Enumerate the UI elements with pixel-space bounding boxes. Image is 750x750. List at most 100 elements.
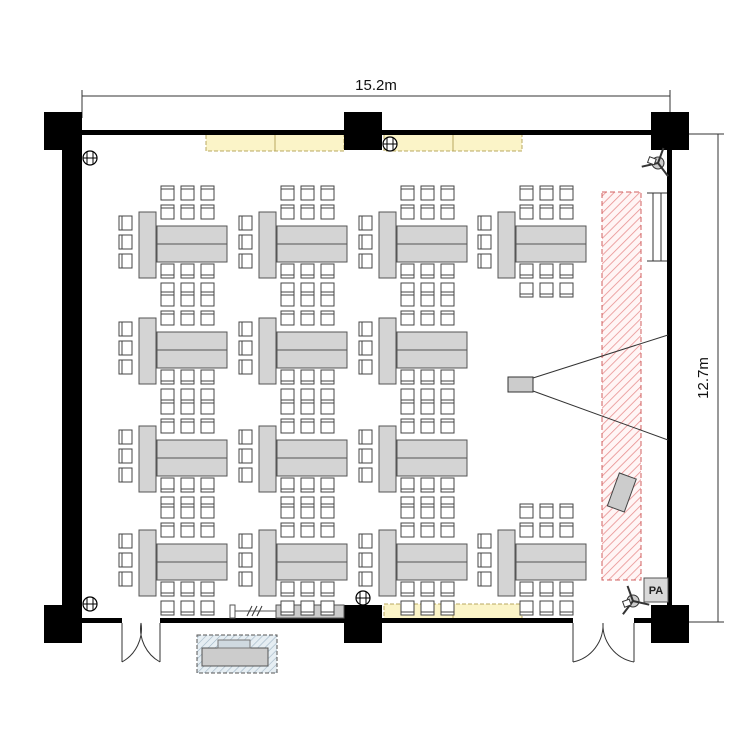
light-fixture-icon (82, 596, 98, 612)
chair-icon (238, 552, 253, 568)
table (378, 211, 397, 279)
chair-icon (300, 522, 315, 538)
light-fixture-icon (82, 150, 98, 166)
chair-icon (180, 369, 195, 385)
projector-icon (507, 334, 669, 441)
table (138, 317, 157, 385)
chair-icon (559, 503, 574, 519)
chair-icon (358, 253, 373, 269)
chair-icon (400, 522, 415, 538)
chair-icon (358, 533, 373, 549)
table (258, 211, 277, 279)
chair-icon (280, 369, 295, 385)
chair-icon (180, 185, 195, 201)
table-group (238, 399, 348, 512)
chair-icon (180, 263, 195, 279)
storage-unit (196, 634, 278, 674)
chair-icon (160, 204, 175, 220)
chair-icon (519, 522, 534, 538)
chair-icon (180, 600, 195, 616)
chair-icon (440, 418, 455, 434)
table-group (358, 503, 468, 616)
chair-icon (358, 429, 373, 445)
chair-icon (238, 359, 253, 375)
chair-icon (300, 503, 315, 519)
chair-icon (160, 477, 175, 493)
chair-icon (238, 533, 253, 549)
table-group (118, 503, 228, 616)
table-group (238, 185, 348, 298)
chair-icon (160, 399, 175, 415)
door-icon (121, 622, 161, 663)
chair-icon (300, 291, 315, 307)
chair-icon (280, 185, 295, 201)
table (378, 425, 397, 493)
chair-icon (539, 282, 554, 298)
table (258, 317, 277, 385)
chair-icon (420, 204, 435, 220)
chair-icon (400, 369, 415, 385)
chair-icon (519, 503, 534, 519)
chair-icon (200, 522, 215, 538)
chair-icon (420, 291, 435, 307)
chair-icon (358, 571, 373, 587)
chair-icon (200, 291, 215, 307)
chair-icon (320, 185, 335, 201)
chair-icon (300, 477, 315, 493)
chair-icon (440, 310, 455, 326)
chair-icon (160, 291, 175, 307)
chair-icon (280, 418, 295, 434)
chair-icon (180, 291, 195, 307)
projection-screen-icon (647, 192, 667, 262)
chair-icon (238, 215, 253, 231)
height-label: 12.7m (695, 357, 712, 399)
chair-icon (477, 253, 492, 269)
chair-icon (400, 263, 415, 279)
chair-icon (300, 263, 315, 279)
chair-icon (200, 185, 215, 201)
chair-icon (280, 581, 295, 597)
chair-icon (200, 263, 215, 279)
chair-icon (200, 310, 215, 326)
chair-icon (519, 600, 534, 616)
chair-icon (420, 522, 435, 538)
chair-icon (238, 321, 253, 337)
chair-icon (440, 477, 455, 493)
chair-icon (440, 185, 455, 201)
chair-icon (320, 418, 335, 434)
chair-icon (559, 204, 574, 220)
chair-icon (519, 282, 534, 298)
chair-icon (320, 291, 335, 307)
chair-icon (118, 429, 133, 445)
chair-icon (180, 204, 195, 220)
chair-icon (300, 185, 315, 201)
chair-icon (400, 600, 415, 616)
chair-icon (440, 263, 455, 279)
table-group (118, 185, 228, 298)
table (258, 529, 277, 597)
stage-area (601, 191, 642, 581)
chair-icon (559, 522, 574, 538)
table-group (118, 399, 228, 512)
table (497, 529, 516, 597)
chair-icon (118, 359, 133, 375)
table-group (358, 399, 468, 512)
chair-icon (477, 234, 492, 250)
chair-icon (477, 215, 492, 231)
chair-icon (519, 581, 534, 597)
chair-icon (118, 321, 133, 337)
chair-icon (519, 185, 534, 201)
chair-icon (519, 263, 534, 279)
chair-icon (358, 215, 373, 231)
chair-icon (200, 204, 215, 220)
chair-icon (118, 234, 133, 250)
table (378, 529, 397, 597)
chair-icon (118, 448, 133, 464)
table-group (358, 185, 468, 298)
chair-icon (400, 477, 415, 493)
light-fixture-icon (382, 136, 398, 152)
chair-icon (200, 477, 215, 493)
chair-icon (180, 581, 195, 597)
chair-icon (180, 310, 195, 326)
